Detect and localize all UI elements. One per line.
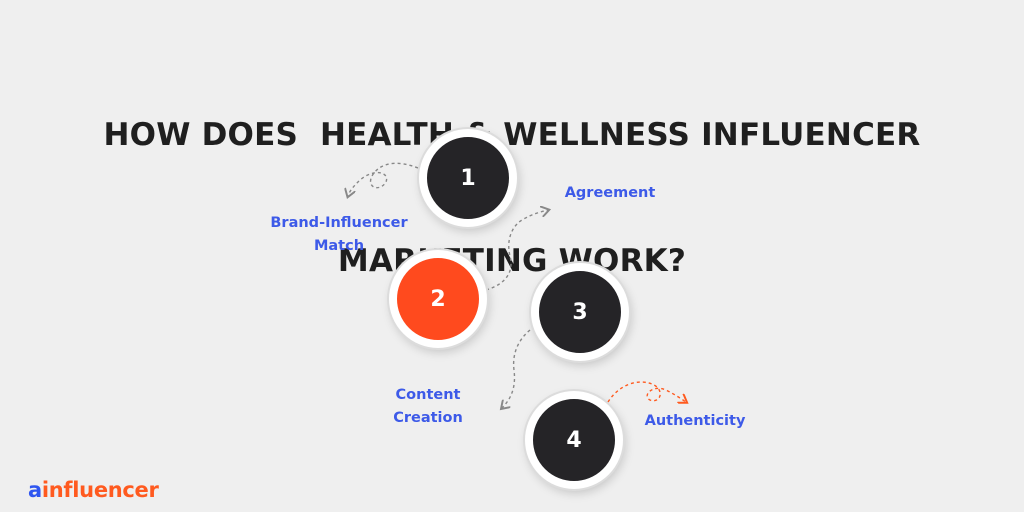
title-line-1: HOW DOES HEALTH & WELLNESS INFLUENCER: [103, 117, 921, 153]
connector-3-arrow: [502, 329, 531, 408]
connector-2-arrow: [485, 210, 548, 291]
connector-1-arrow: [348, 162, 419, 196]
step-1-circle: 1: [419, 129, 517, 227]
step-3-number: 3: [572, 299, 588, 325]
step-2-circle: 2: [389, 250, 487, 348]
step-4-circle: 4: [525, 391, 623, 489]
step-2-label: Agreement: [564, 185, 656, 201]
step-4-label: Authenticity: [644, 413, 746, 429]
step-1-number: 1: [460, 165, 476, 191]
connector-4-arrow: [607, 381, 686, 402]
step-3-label: Content Creation: [393, 387, 463, 426]
step-4-number: 4: [566, 427, 582, 453]
step-3-circle: 3: [531, 263, 629, 361]
step-1-label: Brand-Influencer Match: [270, 215, 408, 254]
ainfluencer-logo: ainfluencer: [28, 478, 159, 502]
step-2-number: 2: [430, 286, 446, 312]
